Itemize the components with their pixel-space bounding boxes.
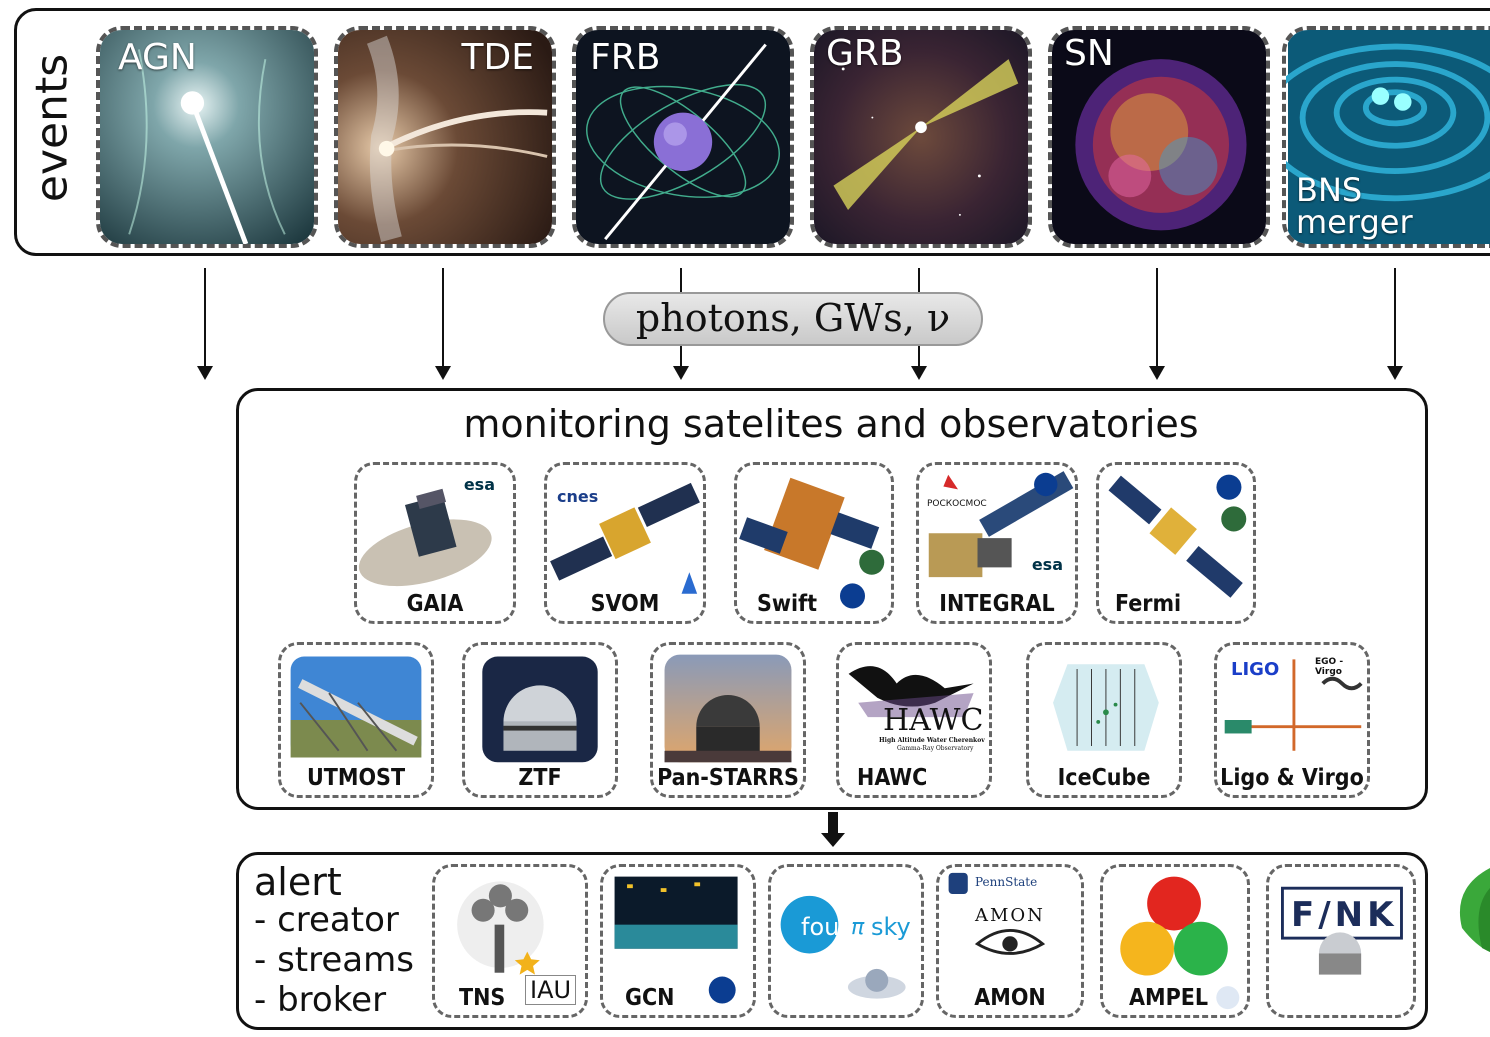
fourpisky-four: four — [801, 913, 850, 941]
tde-image — [338, 30, 552, 244]
fourpisky-sky: sky — [871, 913, 911, 941]
hawc-logo-sub: High Altitude Water Cherenkov — [879, 737, 985, 744]
cnes-logo: cnes — [557, 487, 599, 506]
event-tile-frb: FRB — [572, 26, 794, 248]
obs-label-utmost: UTMOST — [306, 765, 406, 791]
events-title: events — [26, 53, 78, 203]
broker-card-fourpisky: four π sky — [768, 864, 924, 1018]
obs-card-panstarrs: Pan-STARRS — [650, 642, 806, 798]
grb-image — [814, 30, 1028, 244]
ampel-image — [1120, 876, 1240, 1010]
thick-arrow — [828, 812, 838, 836]
event-tile-bns: BNS merger — [1282, 26, 1490, 248]
messengers-pill: photons, GWs, ν — [603, 292, 983, 346]
arrow-agn — [197, 268, 213, 380]
broker-card-tns: IAU TNS — [432, 864, 588, 1018]
ligo-logo: LIGO — [1231, 659, 1280, 680]
integral-image — [928, 471, 1074, 578]
fourpisky-image — [780, 895, 906, 999]
sat-label-fermi: Fermi — [1115, 591, 1182, 617]
utmost-image — [290, 656, 422, 758]
sn-image — [1052, 30, 1266, 244]
agn-image — [100, 30, 314, 244]
event-label-tde: TDE — [461, 37, 534, 78]
tns-image — [457, 881, 544, 975]
obs-label-ligo: Ligo & Virgo — [1220, 765, 1364, 791]
frb-image — [576, 30, 790, 244]
ligo-image — [1224, 659, 1363, 751]
obs-label-panstarrs: Pan-STARRS — [657, 765, 799, 791]
monitoring-title: monitoring satelites and observatories — [463, 402, 1199, 446]
ztf-image — [482, 656, 598, 763]
arrow-bns — [1387, 268, 1403, 380]
obs-card-ligo: LIGO EGO - Virgo Ligo & Virgo — [1214, 642, 1370, 798]
event-label-grb: GRB — [826, 33, 904, 74]
esa-logo-integral: esa — [1031, 555, 1063, 574]
sat-label-svom: SVOM — [590, 591, 660, 617]
sat-label-swift: Swift — [757, 591, 817, 617]
hawc-logo-text: HAWC — [883, 703, 984, 738]
fourpisky-pi: π — [851, 915, 865, 940]
obs-card-ztf: ZTF — [462, 642, 618, 798]
broker-label-ampel: AMPEL — [1129, 985, 1209, 1011]
pennstate-logo: PennState — [975, 875, 1038, 889]
broker-card-fink: F/NK — [1266, 864, 1416, 1018]
broker-label-tns: TNS — [459, 985, 506, 1011]
obs-label-ztf: ZTF — [518, 765, 562, 791]
event-label-bns-2: merger — [1296, 203, 1413, 241]
broker-label-amon: AMON — [974, 985, 1046, 1011]
fink-image — [1281, 886, 1403, 975]
hawc-logo-sub2: Gamma-Ray Observatory — [897, 745, 974, 752]
svom-image — [550, 482, 700, 594]
event-tile-grb: GRB — [810, 26, 1032, 248]
amon-image — [948, 872, 1046, 955]
broker-label-gcn: GCN — [625, 985, 675, 1011]
alert-item-streams: - streams — [254, 940, 414, 980]
sat-card-swift: Swift — [734, 462, 894, 624]
sat-card-fermi: Fermi — [1096, 462, 1256, 624]
event-tile-tde: TDE — [334, 26, 556, 248]
panstarrs-image — [664, 654, 792, 763]
iau-logo: IAU — [525, 975, 577, 1005]
sat-card-svom: cnes SVOM — [544, 462, 706, 624]
events-label-wrap: events — [22, 28, 82, 228]
virgo-logo: EGO - Virgo — [1315, 657, 1344, 677]
gcn-image — [614, 876, 738, 1004]
broker-card-gcn: GCN — [600, 864, 756, 1018]
gaia-image — [358, 488, 492, 587]
esa-logo: esa — [463, 475, 495, 494]
obs-card-hawc: HAWC High Altitude Water Cherenkov Gamma… — [836, 642, 992, 798]
event-tile-agn: AGN — [96, 26, 318, 248]
event-label-sn: SN — [1064, 33, 1114, 74]
fink-logo: F/NK — [1291, 895, 1398, 935]
sat-card-gaia: esa GAIA — [354, 462, 516, 624]
thick-arrow-head — [821, 833, 845, 847]
arrow-tde — [435, 268, 451, 380]
alert-title: alert — [254, 860, 342, 904]
roscosmos-logo: РОСКОСМОС — [927, 499, 987, 509]
obs-card-utmost: UTMOST — [278, 642, 434, 798]
sat-label-gaia: GAIA — [406, 591, 464, 617]
leaf-icon — [1459, 868, 1490, 952]
sat-card-integral: РОСКОСМОС esa INTEGRAL — [916, 462, 1078, 624]
broker-card-amon: PennState AMON AMON — [936, 864, 1084, 1018]
event-label-agn: AGN — [118, 37, 197, 78]
event-label-bns-1: BNS — [1296, 171, 1363, 209]
event-label-frb: FRB — [590, 37, 661, 78]
alert-item-broker: - broker — [254, 980, 387, 1020]
hawc-image — [848, 666, 974, 718]
bns-image — [1286, 30, 1490, 244]
obs-card-icecube: IceCube — [1026, 642, 1182, 798]
alert-item-creator: - creator — [254, 900, 399, 940]
amon-logo: AMON — [975, 905, 1045, 926]
event-tile-sn: SN — [1048, 26, 1270, 248]
obs-label-icecube: IceCube — [1057, 765, 1151, 791]
arrow-sn — [1149, 268, 1165, 380]
icecube-image — [1053, 664, 1159, 751]
obs-label-hawc: HAWC — [857, 765, 928, 791]
broker-card-ampel: AMPEL — [1100, 864, 1250, 1018]
fermi-image — [1108, 474, 1247, 598]
sat-label-integral: INTEGRAL — [939, 591, 1055, 617]
swift-image — [739, 477, 885, 609]
